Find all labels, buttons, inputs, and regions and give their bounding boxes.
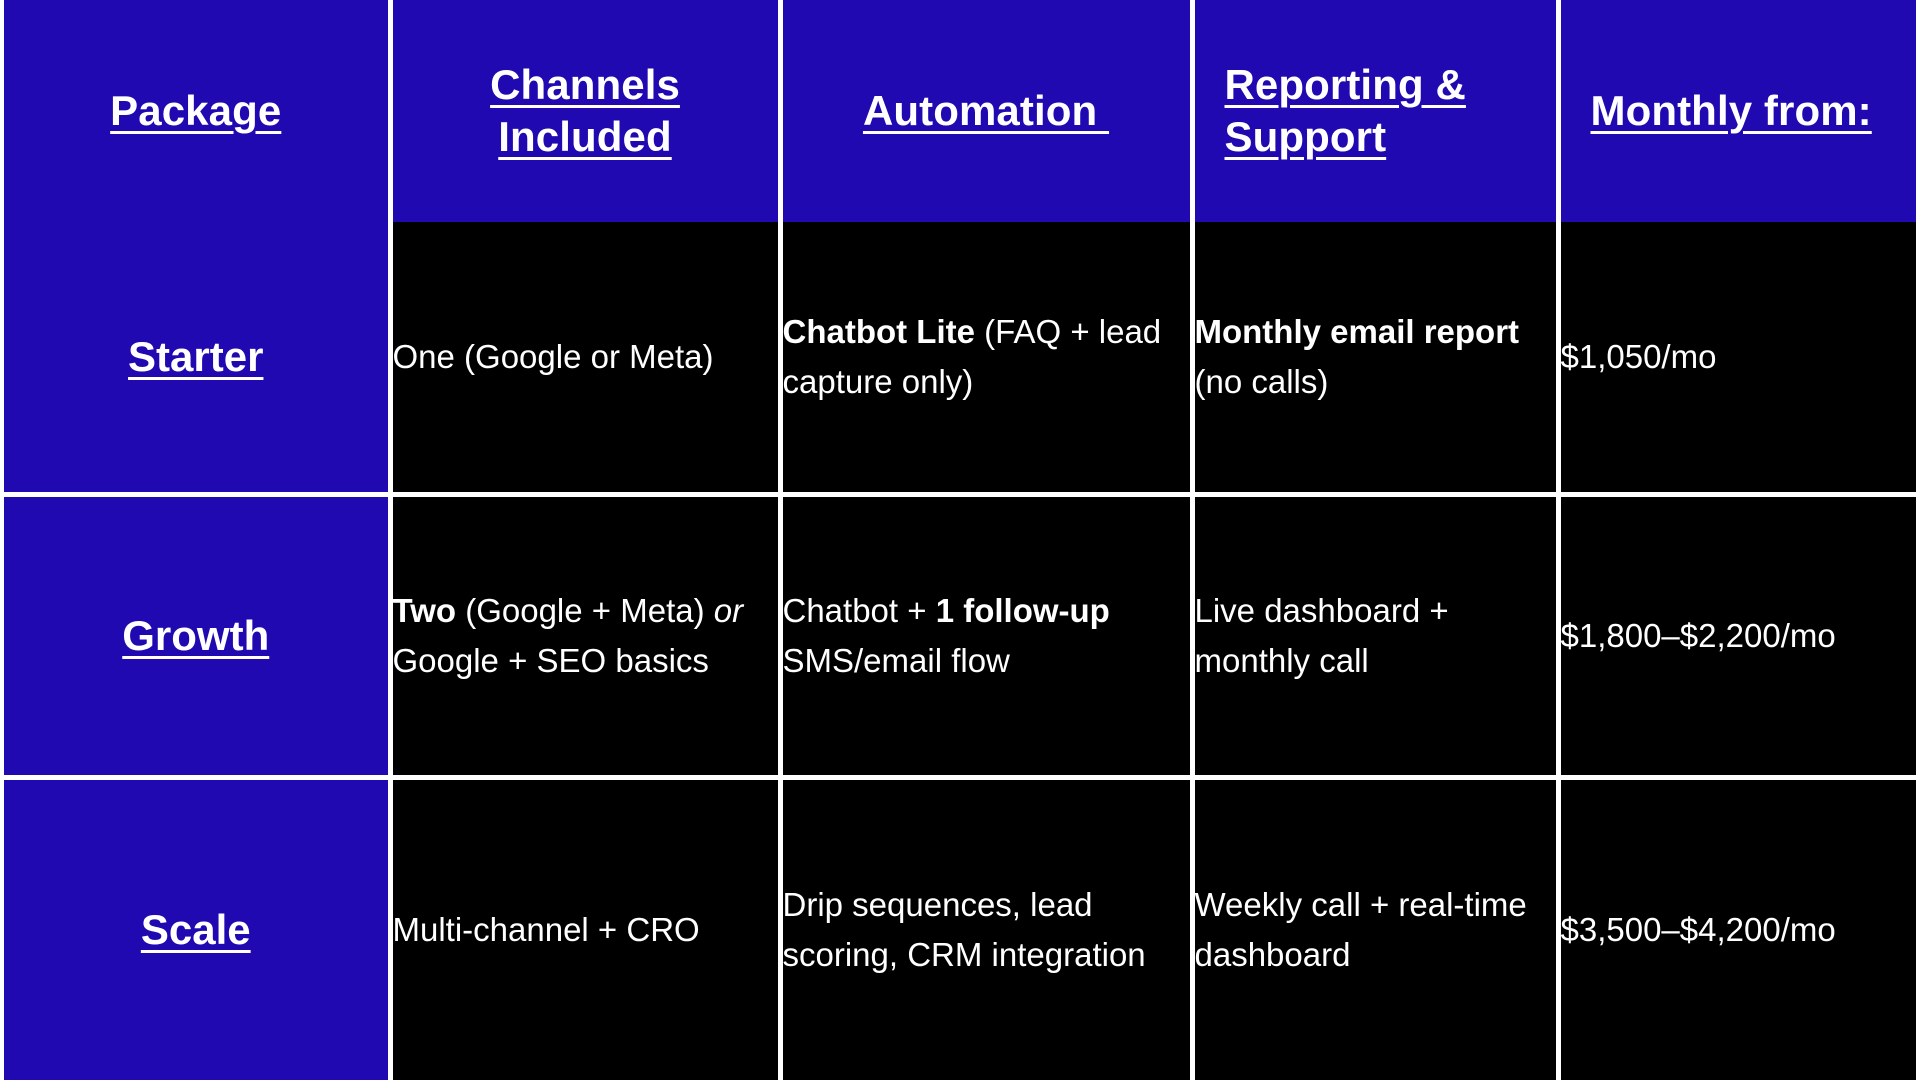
header-cell-monthly-from: Monthly from:	[1558, 0, 1916, 222]
table-row: Scale Multi-channel + CRO Drip sequences…	[4, 777, 1916, 1080]
header-channels-included-label: Channels Included	[490, 60, 680, 161]
text-run-normal: Live dashboard + monthly call	[1194, 591, 1449, 679]
text-run-bold: Chatbot Lite	[782, 312, 975, 350]
text-run-normal: Chatbot +	[782, 591, 936, 629]
package-comparison-table: Package Channels Included Automation Rep…	[4, 0, 1916, 1080]
text-run-bold: 1 follow-up	[935, 591, 1110, 629]
cell-text: Two (Google + Meta) or Google + SEO basi…	[393, 586, 778, 686]
cell-text: Chatbot Lite (FAQ + lead capture only)	[783, 307, 1190, 407]
text-run-normal: SMS/email flow	[782, 641, 1010, 679]
cell-channels-included: Two (Google + Meta) or Google + SEO basi…	[390, 494, 783, 780]
text-run-normal: $3,500–$4,200/mo	[1560, 910, 1836, 948]
cell-automation: Drip sequences, lead scoring, CRM integr…	[780, 777, 1195, 1080]
cell-text: Live dashboard + monthly call	[1195, 586, 1556, 686]
header-automation-label: Automation	[862, 86, 1110, 134]
cell-automation: Chatbot Lite (FAQ + lead capture only)	[780, 222, 1195, 498]
cell-text: One (Google or Meta)	[393, 332, 778, 382]
cell-reporting-support: Weekly call + real-time dashboard	[1192, 777, 1561, 1080]
table-header-row: Package Channels Included Automation Rep…	[4, 0, 1916, 222]
cell-text: Weekly call + real-time dashboard	[1195, 880, 1556, 980]
table-body: Starter One (Google or Meta) Chatbot Lit…	[4, 222, 1916, 1080]
package-label: Growth	[122, 611, 270, 659]
cell-monthly-from: $3,500–$4,200/mo	[1558, 777, 1916, 1080]
text-run-bold: Two	[392, 591, 457, 629]
table-row: Growth Two (Google + Meta) or Google + S…	[4, 494, 1917, 780]
header-monthly-from-label: Monthly from:	[1590, 86, 1872, 134]
cell-channels-included: One (Google or Meta)	[390, 222, 783, 498]
cell-text: Chatbot + 1 follow-up SMS/email flow	[783, 586, 1190, 686]
header-package-label: Package	[110, 86, 282, 134]
cell-text: Multi-channel + CRO	[393, 905, 778, 955]
header-cell-automation: Automation	[780, 0, 1195, 222]
package-label: Starter	[128, 332, 264, 380]
cell-text: $3,500–$4,200/mo	[1561, 905, 1917, 955]
package-cell-scale: Scale	[4, 777, 393, 1080]
cell-text: Monthly email report (no calls)	[1195, 307, 1556, 407]
cell-monthly-from: $1,050/mo	[1558, 222, 1917, 498]
cell-text: $1,050/mo	[1561, 332, 1917, 382]
package-cell-growth: Growth	[4, 494, 393, 780]
cell-text: $1,800–$2,200/mo	[1561, 611, 1917, 661]
header-cell-reporting-support: Reporting & Support	[1192, 0, 1561, 222]
table-head: Package Channels Included Automation Rep…	[4, 0, 1916, 222]
text-run-bold: Monthly email report	[1194, 312, 1520, 350]
cell-channels-included: Multi-channel + CRO	[390, 777, 783, 1080]
text-run-italic: or	[713, 591, 744, 629]
text-run-normal: Google + SEO basics	[392, 641, 709, 679]
header-cell-package: Package	[4, 0, 393, 222]
table-row: Starter One (Google or Meta) Chatbot Lit…	[4, 222, 1917, 498]
text-run-normal: Multi-channel + CRO	[392, 910, 700, 948]
text-run-normal: Weekly call + real-time dashboard	[1194, 885, 1527, 973]
text-run-normal: (FAQ + lead capture only)	[782, 312, 1162, 401]
cell-reporting-support: Monthly email report (no calls)	[1192, 222, 1561, 498]
package-label: Scale	[140, 905, 251, 953]
cell-monthly-from: $1,800–$2,200/mo	[1558, 494, 1917, 780]
text-run-normal: $1,800–$2,200/mo	[1560, 616, 1836, 654]
package-cell-starter: Starter	[4, 222, 393, 498]
header-cell-channels-included: Channels Included	[390, 0, 783, 222]
header-reporting-support-label: Reporting & Support	[1224, 60, 1466, 161]
cell-text: Drip sequences, lead scoring, CRM integr…	[783, 880, 1190, 980]
text-run-normal: $1,050/mo	[1560, 337, 1717, 375]
text-run-normal: (Google + Meta)	[456, 591, 714, 629]
text-run-normal: (no calls)	[1194, 363, 1329, 401]
text-run-normal: Drip sequences, lead scoring, CRM integr…	[782, 885, 1146, 973]
text-run-normal: One (Google or Meta)	[392, 337, 714, 375]
cell-reporting-support: Live dashboard + monthly call	[1192, 494, 1561, 780]
cell-automation: Chatbot + 1 follow-up SMS/email flow	[780, 494, 1195, 780]
